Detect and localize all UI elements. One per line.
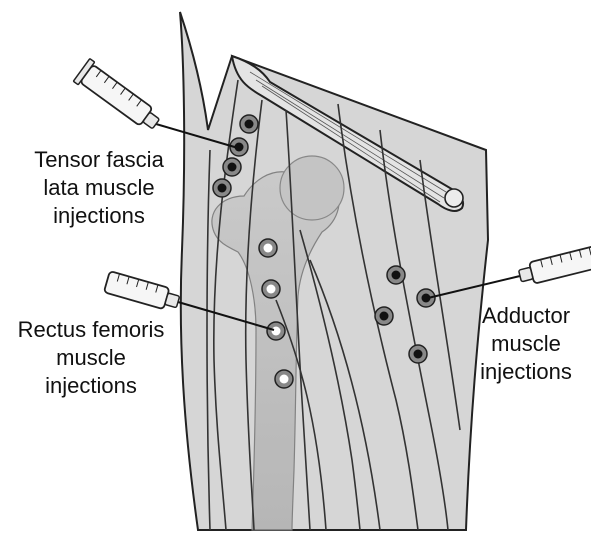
label-adductor-line-2: muscle [468, 330, 584, 358]
tfl-site-3 [223, 158, 241, 176]
label-tfl-line-3: injections [30, 202, 168, 230]
label-tfl-line-1: Tensor fascia [30, 146, 168, 174]
label-rf-line-3: injections [6, 372, 176, 400]
rf-site-3 [267, 322, 285, 340]
label-tfl-line-2: lata muscle [30, 174, 168, 202]
label-tensor-fascia-lata: Tensor fascia lata muscle injections [30, 146, 168, 230]
tfl-site-1 [240, 115, 258, 133]
tfl-site-4 [213, 179, 231, 197]
rf-site-2 [262, 280, 280, 298]
adductor-site-3 [375, 307, 393, 325]
label-adductor-line-1: Adductor [468, 302, 584, 330]
label-rf-line-2: muscle [6, 344, 176, 372]
label-rf-line-1: Rectus femoris [6, 316, 176, 344]
label-adductor: Adductor muscle injections [468, 302, 584, 386]
rf-site-4 [275, 370, 293, 388]
rf-site-1 [259, 239, 277, 257]
label-rectus-femoris: Rectus femoris muscle injections [6, 316, 176, 400]
label-adductor-line-3: injections [468, 358, 584, 386]
adductor-site-4 [409, 345, 427, 363]
adductor-site-1 [387, 266, 405, 284]
thigh-outline [180, 12, 488, 530]
adductor-site-2 [417, 289, 435, 307]
pubic-tubercle [445, 189, 463, 207]
